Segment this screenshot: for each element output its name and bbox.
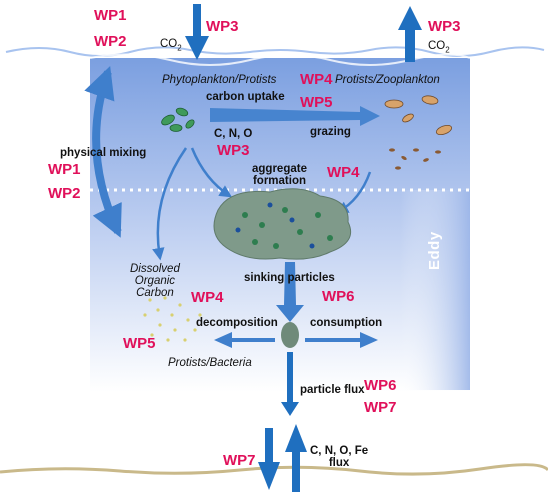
wp4-uptake-label: WP4 <box>300 71 333 88</box>
decomposition-label: decomposition <box>196 317 278 329</box>
grazing-arrow <box>210 106 380 126</box>
protists-bacteria-label: Protists/Bacteria <box>168 357 252 369</box>
small-particle <box>281 322 299 348</box>
wp4-doc-label: WP4 <box>191 289 224 306</box>
eddy-label: Eddy <box>426 231 443 270</box>
wp1-top-label: WP1 <box>94 7 127 24</box>
carbon-uptake-label: carbon uptake <box>206 91 285 103</box>
mixing-arrow <box>84 65 122 238</box>
zooplankton-label: Protists/Zooplankton <box>335 74 440 86</box>
wp2-mixing-label: WP2 <box>48 185 81 202</box>
sediment-up-arrow <box>285 424 307 492</box>
phytoplankton-cells <box>161 107 195 132</box>
sinking-arrow <box>276 262 304 322</box>
wp3-co2-out-label: WP3 <box>428 18 461 35</box>
sediment-down-arrow <box>258 428 280 490</box>
eddy-band <box>400 190 470 390</box>
cno-label: C, N, O <box>214 128 253 140</box>
physical-mixing-label: physical mixing <box>60 147 147 159</box>
co2-out-arrow <box>398 6 422 62</box>
particle-flux-arrow <box>281 352 299 416</box>
zooplankton <box>384 95 453 136</box>
wp5-uptake-label: WP5 <box>300 94 333 111</box>
co2-in-label: CO2 <box>160 38 182 53</box>
wp7-sediment-label: WP7 <box>223 452 256 469</box>
particle-flux-label: particle flux <box>300 384 365 396</box>
wp4-aggregate-label: WP4 <box>327 164 360 181</box>
wp7-flux-label: WP7 <box>364 399 397 416</box>
wp5-decomposition-label: WP5 <box>123 335 156 352</box>
phytoplankton-label: Phytoplankton/Protists <box>162 74 277 86</box>
decomposition-arrow <box>214 332 275 348</box>
phyto-to-doc-arrow <box>152 147 188 261</box>
wp2-top-label: WP2 <box>94 33 127 50</box>
wp1-mixing-label: WP1 <box>48 161 81 178</box>
co2-out-label: CO2 <box>428 40 450 55</box>
wp3-co2-in-label: WP3 <box>206 18 239 35</box>
co2-in-arrow <box>185 4 209 60</box>
aggregate-blob <box>213 188 352 260</box>
wp3-cno-label: WP3 <box>217 142 250 159</box>
sinking-particles-label: sinking particles <box>244 272 335 284</box>
wp6-flux-label: WP6 <box>364 377 397 394</box>
grazing-label: grazing <box>310 126 351 138</box>
consumption-arrow <box>305 332 378 348</box>
consumption-label: consumption <box>310 317 383 329</box>
wp6-sinking-label: WP6 <box>322 288 355 305</box>
doc-particles <box>143 296 202 342</box>
fecal-pellets <box>389 148 441 170</box>
phyto-to-aggregate-arrow <box>190 147 233 198</box>
seafloor <box>0 463 548 476</box>
